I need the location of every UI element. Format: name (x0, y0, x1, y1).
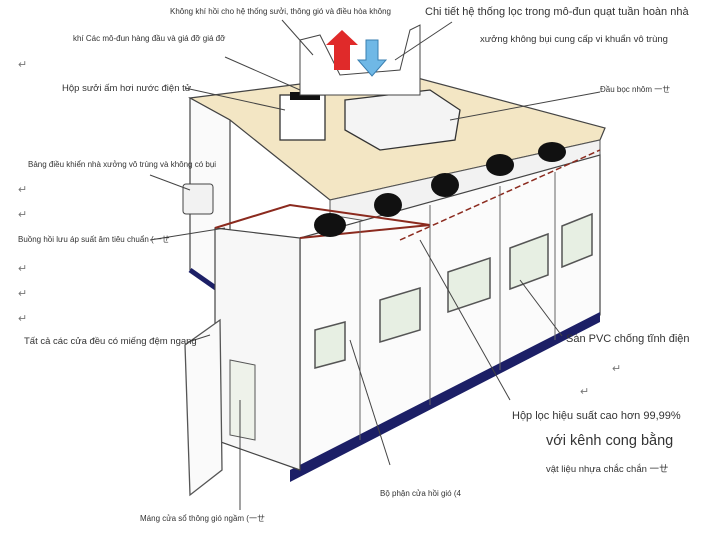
filter-housing (344, 89, 461, 151)
front-module (214, 227, 301, 471)
return-mark: ↵ (18, 184, 28, 196)
return-mark: ↵ (580, 386, 590, 398)
label-top-modules: khí Các mô-đun hàng đầu và giá đỡ giá đỡ (73, 34, 226, 43)
label-vent-trough: Máng cửa sổ thông gió ngầm (一ㄝ (140, 514, 265, 523)
door (184, 318, 223, 497)
label-aluminum-head: Đầu bọc nhôm 一ㄝ (600, 85, 671, 94)
label-return-chamber: Buồng hồi lưu áp suất âm tiêu chuẩn (一ㄝ (18, 235, 170, 244)
arrow-up-icon (326, 30, 358, 70)
label-return-door: Bộ phận cửa hồi gió (4 (380, 489, 461, 498)
label-hepa-2: với kênh cong bằng (546, 433, 674, 449)
pvc-floor-band (290, 312, 600, 482)
return-mark: ↵ (612, 363, 622, 375)
fan-units (314, 142, 566, 237)
return-mark: ↵ (18, 59, 28, 71)
return-mark: ↵ (18, 263, 28, 275)
steam-heater-box (279, 94, 326, 141)
arrow-down-icon (356, 39, 388, 77)
label-filter-detail-1: Chi tiết hệ thống lọc trong mô-đun quạt … (425, 6, 689, 18)
label-return-air: Không khí hồi cho hệ thống sưởi, thông g… (170, 7, 391, 16)
label-hepa-3: vật liệu nhựa chắc chắn 一ㄝ (546, 464, 669, 475)
windows (314, 212, 593, 369)
label-control-panel: Bảng điều khiển nhà xưởng vô trùng và kh… (28, 160, 217, 169)
label-pvc-floor: Sàn PVC chống tĩnh điện (566, 333, 690, 345)
label-hepa-1: Hộp lọc hiệu suất cao hơn 99,99% (512, 410, 681, 422)
label-door-gasket: Tất cả các cửa đều có miếng đệm ngang (24, 336, 197, 347)
return-mark: ↵ (18, 288, 28, 300)
label-filter-detail-2: xưởng không bụi cung cấp vi khuẩn vô trù… (480, 34, 668, 45)
label-steam-heater: Hộp sưởi ấm hơi nước điện tử (62, 83, 192, 94)
return-mark: ↵ (18, 209, 28, 221)
return-mark: ↵ (18, 313, 28, 325)
control-panel (182, 183, 214, 215)
